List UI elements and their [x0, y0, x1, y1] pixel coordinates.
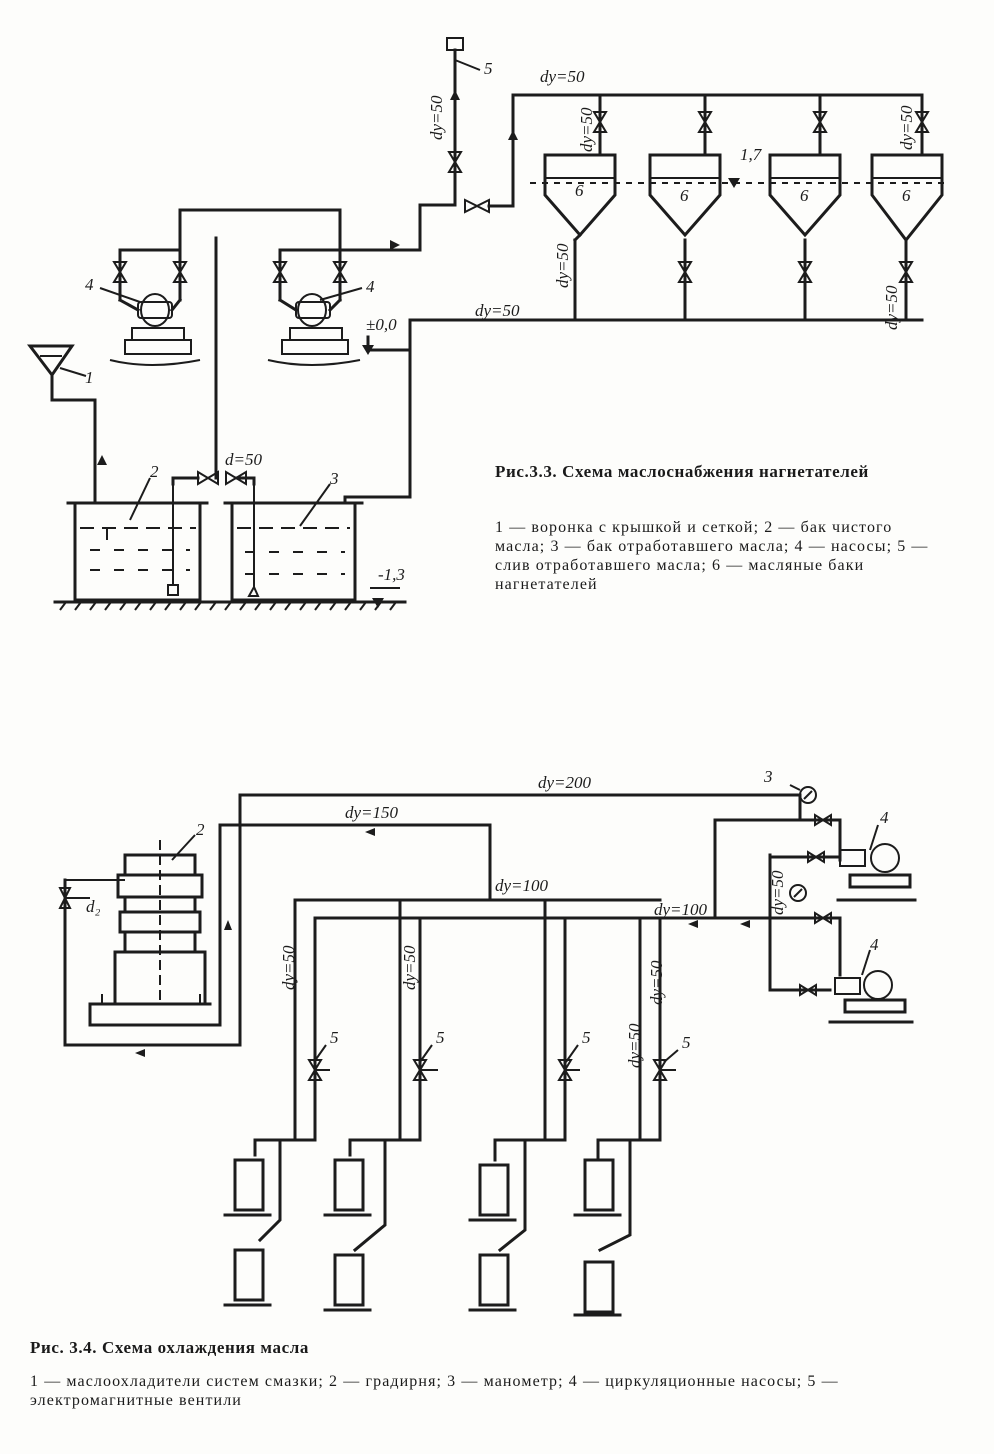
label-d50-branch1: dy=50 [279, 945, 298, 990]
label-d50-tank1-bottom: dy=50 [553, 243, 572, 288]
clean-oil-tank [66, 484, 209, 602]
figure-3-3-caption-title: Рис.3.3. Схема маслоснабжения нагнетател… [495, 462, 869, 481]
label-tank1: 6 [575, 181, 584, 200]
branch-1 [253, 898, 330, 1243]
pump-right [267, 213, 361, 366]
figure-3-3-caption-desc: 1 — воронка с крышкой и сеткой; 2 — бак … [495, 519, 929, 593]
pumps-and-gauges [768, 784, 917, 1024]
label-level-tank: 1,7 [740, 145, 763, 164]
label-pump-top: 4 [880, 808, 889, 827]
label-tank3: 6 [800, 186, 809, 205]
label-d50-riser-right: dy=50 [768, 870, 787, 915]
label-d200: dy=200 [538, 773, 592, 792]
label-level-zero: ±0,0 [366, 315, 397, 334]
branch-3 [493, 898, 580, 1253]
label-valve3: 5 [582, 1028, 591, 1047]
pump-left [109, 215, 201, 366]
level-marks [370, 178, 740, 608]
label-manometer: 3 [763, 767, 773, 786]
main-header [293, 818, 802, 928]
label-pump-right: 4 [366, 277, 375, 296]
cooling-tower [58, 793, 802, 1057]
label-d50-tank4-bottom: dy=50 [882, 285, 901, 330]
label-pump-left: 4 [85, 275, 94, 294]
label-tank4: 6 [902, 186, 911, 205]
label-d50-branch3: dy=50 [625, 1023, 644, 1068]
return-header [343, 238, 924, 505]
used-oil-tank [223, 484, 364, 602]
label-used-tank: 3 [329, 469, 339, 488]
label-d50-tank1-top: dy=50 [577, 107, 596, 152]
label-d50-bottom-header: dy=50 [475, 301, 520, 320]
label-clean-tank: 2 [150, 462, 159, 481]
figure-3-4-caption-desc: 1 — маслоохладители систем смазки; 2 — г… [30, 1373, 839, 1409]
label-tank2: 6 [680, 186, 689, 205]
label-d100-right: dy=100 [654, 900, 708, 919]
label-drain: 5 [484, 59, 493, 78]
oil-coolers [223, 1158, 622, 1317]
branch-2 [348, 898, 438, 1253]
funnel [26, 344, 107, 505]
transfer-pipe-d50 [171, 236, 256, 486]
label-d50-transfer: d=50 [225, 450, 262, 469]
label-d150: dy=150 [345, 803, 399, 822]
pressure-header [178, 37, 924, 252]
label-d50-top: dy=50 [540, 67, 585, 86]
label-tower: 2 [196, 820, 205, 839]
label-drain-d50: dy=50 [427, 95, 446, 140]
branch-4 [596, 916, 676, 1253]
label-leaders [59, 59, 481, 527]
label-valve1: 5 [330, 1028, 339, 1047]
label-funnel: 1 [85, 368, 94, 387]
label-d50-branch4: dy=50 [647, 960, 666, 1005]
label-level-minus: -1,3 [378, 565, 405, 584]
label-leaders-34 [171, 824, 879, 1063]
label-valve2: 5 [436, 1028, 445, 1047]
label-d100-main: dy=100 [495, 876, 549, 895]
figure-3-4-caption-title: Рис. 3.4. Схема охлаждения масла [30, 1338, 309, 1357]
label-d50-tank4-top: dy=50 [897, 105, 916, 150]
label-drain-tag: d₂ [86, 897, 101, 916]
supercharger-oil-tanks [530, 93, 950, 243]
label-valve4: 5 [682, 1033, 691, 1052]
label-d50-branch2: dy=50 [400, 945, 419, 990]
label-pump-bottom: 4 [870, 935, 879, 954]
